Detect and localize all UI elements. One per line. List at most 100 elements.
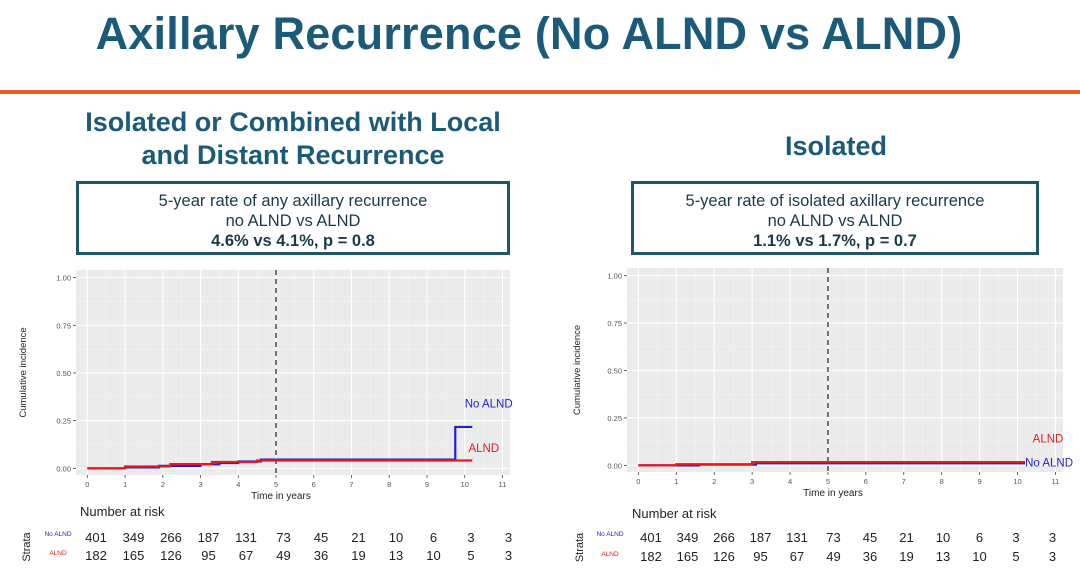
y-tick-label: 0.75 — [56, 321, 71, 330]
risk-value-no-alnd: 266 — [713, 530, 735, 545]
x-tick-label: 7 — [349, 480, 353, 489]
x-tick-label: 7 — [902, 477, 906, 486]
risk-value-alnd: 5 — [1012, 549, 1019, 564]
risk-row-label-no-alnd: No ALND — [596, 531, 623, 538]
risk-value-no-alnd: 266 — [160, 530, 182, 545]
right-rate-box: 5-year rate of isolated axillary recurre… — [631, 181, 1039, 255]
risk-value-no-alnd: 10 — [936, 530, 950, 545]
risk-value-no-alnd: 3 — [1012, 530, 1019, 545]
x-tick-label: 4 — [236, 480, 240, 489]
title-divider — [0, 90, 1080, 94]
risk-value-alnd: 13 — [389, 548, 403, 563]
series-line-alnd — [638, 461, 1026, 467]
risk-value-no-alnd: 3 — [467, 530, 474, 545]
right-panel-title: Isolated — [634, 130, 1038, 163]
y-tick-label: 0.25 — [607, 414, 622, 423]
x-tick-label: 3 — [750, 477, 754, 486]
risk-value-no-alnd: 401 — [85, 530, 107, 545]
risk-value-alnd: 5 — [467, 548, 474, 563]
y-tick-label: 1.00 — [607, 272, 622, 281]
risk-value-alnd: 165 — [123, 548, 145, 563]
left-rate-box: 5-year rate of any axillary recurrence n… — [76, 181, 510, 255]
x-tick-label: 8 — [387, 480, 391, 489]
y-tick-label: 0.00 — [607, 461, 622, 470]
right-panel-title-line1: Isolated — [784, 131, 888, 161]
series-line-alnd — [87, 459, 473, 470]
slide-title: Axillary Recurrence (No ALND vs ALND) — [95, 8, 963, 59]
risk-value-no-alnd: 131 — [235, 530, 257, 545]
x-tick-label: 1 — [123, 480, 127, 489]
risk-value-alnd: 49 — [276, 548, 290, 563]
left-panel-title-line1: Isolated or Combined with Local — [85, 107, 501, 137]
left-panel-title: Isolated or Combined with Local and Dist… — [40, 106, 546, 172]
risk-value-no-alnd: 3 — [1049, 530, 1056, 545]
left-rate-line1: 5-year rate of any axillary recurrence — [158, 192, 428, 210]
right-rate-line1: 5-year rate of isolated axillary recurre… — [685, 192, 985, 210]
risk-value-no-alnd: 187 — [750, 530, 772, 545]
risk-value-no-alnd: 131 — [786, 530, 808, 545]
risk-row-label-alnd: ALND — [601, 551, 619, 558]
risk-value-alnd: 19 — [351, 548, 365, 563]
series-annotation-alnd: ALND — [468, 443, 499, 455]
risk-value-alnd: 67 — [790, 549, 804, 564]
risk-value-no-alnd: 45 — [863, 530, 877, 545]
left-rate-line2: no ALND vs ALND — [225, 212, 361, 230]
risk-value-alnd: 67 — [239, 548, 253, 563]
risk-strata-label: Strata — [574, 532, 586, 562]
right-rate-line2: no ALND vs ALND — [767, 212, 903, 230]
risk-value-no-alnd: 6 — [430, 530, 437, 545]
risk-value-alnd: 3 — [505, 548, 512, 563]
x-tick-label: 3 — [198, 480, 202, 489]
risk-value-alnd: 126 — [160, 548, 182, 563]
series-annotation-no-alnd: No ALND — [465, 398, 513, 410]
x-tick-label: 2 — [712, 477, 716, 486]
left-rate-line3: 4.6% vs 4.1%, p = 0.8 — [211, 232, 375, 250]
x-tick-label: 5 — [826, 477, 830, 486]
risk-value-alnd: 182 — [85, 548, 107, 563]
y-axis-label: Cumulative incidence — [572, 325, 583, 415]
x-tick-label: 10 — [461, 480, 469, 489]
risk-value-no-alnd: 10 — [389, 530, 403, 545]
y-tick-label: 0.00 — [56, 464, 71, 473]
risk-table-header: Number at risk — [80, 504, 165, 519]
risk-value-alnd: 182 — [640, 549, 662, 564]
risk-value-alnd: 95 — [201, 548, 215, 563]
y-axis-label: Cumulative incidence — [18, 327, 29, 417]
risk-row-label-no-alnd: No ALND — [44, 531, 71, 538]
y-tick-label: 0.50 — [56, 369, 71, 378]
risk-value-alnd: 19 — [899, 549, 913, 564]
y-tick-label: 0.75 — [607, 319, 622, 328]
right-rate-line3: 1.1% vs 1.7%, p = 0.7 — [753, 232, 917, 250]
risk-value-no-alnd: 21 — [899, 530, 913, 545]
risk-value-no-alnd: 349 — [123, 530, 145, 545]
risk-value-alnd: 126 — [713, 549, 735, 564]
x-tick-label: 9 — [978, 477, 982, 486]
risk-value-alnd: 49 — [826, 549, 840, 564]
series-annotation-no-alnd: No ALND — [1025, 457, 1073, 469]
risk-value-alnd: 3 — [1049, 549, 1056, 564]
risk-value-no-alnd: 73 — [826, 530, 840, 545]
x-tick-label: 1 — [674, 477, 678, 486]
x-axis-label: Time in years — [803, 488, 863, 499]
risk-value-no-alnd: 45 — [314, 530, 328, 545]
risk-value-no-alnd: 187 — [198, 530, 220, 545]
x-tick-label: 2 — [161, 480, 165, 489]
risk-value-alnd: 13 — [936, 549, 950, 564]
risk-row-label-alnd: ALND — [49, 550, 67, 557]
y-tick-label: 0.50 — [607, 366, 622, 375]
left-panel-title-line2: and Distant Recurrence — [141, 140, 445, 170]
risk-table-header: Number at risk — [632, 506, 717, 521]
x-tick-label: 6 — [312, 480, 316, 489]
risk-value-alnd: 36 — [863, 549, 877, 564]
risk-value-no-alnd: 349 — [677, 530, 699, 545]
risk-value-alnd: 10 — [426, 548, 440, 563]
series-annotation-alnd: ALND — [1033, 434, 1064, 446]
x-tick-label: 11 — [1052, 477, 1060, 486]
y-tick-label: 1.00 — [56, 274, 71, 283]
x-tick-label: 0 — [636, 477, 640, 486]
x-axis-label: Time in years — [251, 491, 311, 502]
risk-value-alnd: 165 — [677, 549, 699, 564]
x-tick-label: 4 — [788, 477, 792, 486]
